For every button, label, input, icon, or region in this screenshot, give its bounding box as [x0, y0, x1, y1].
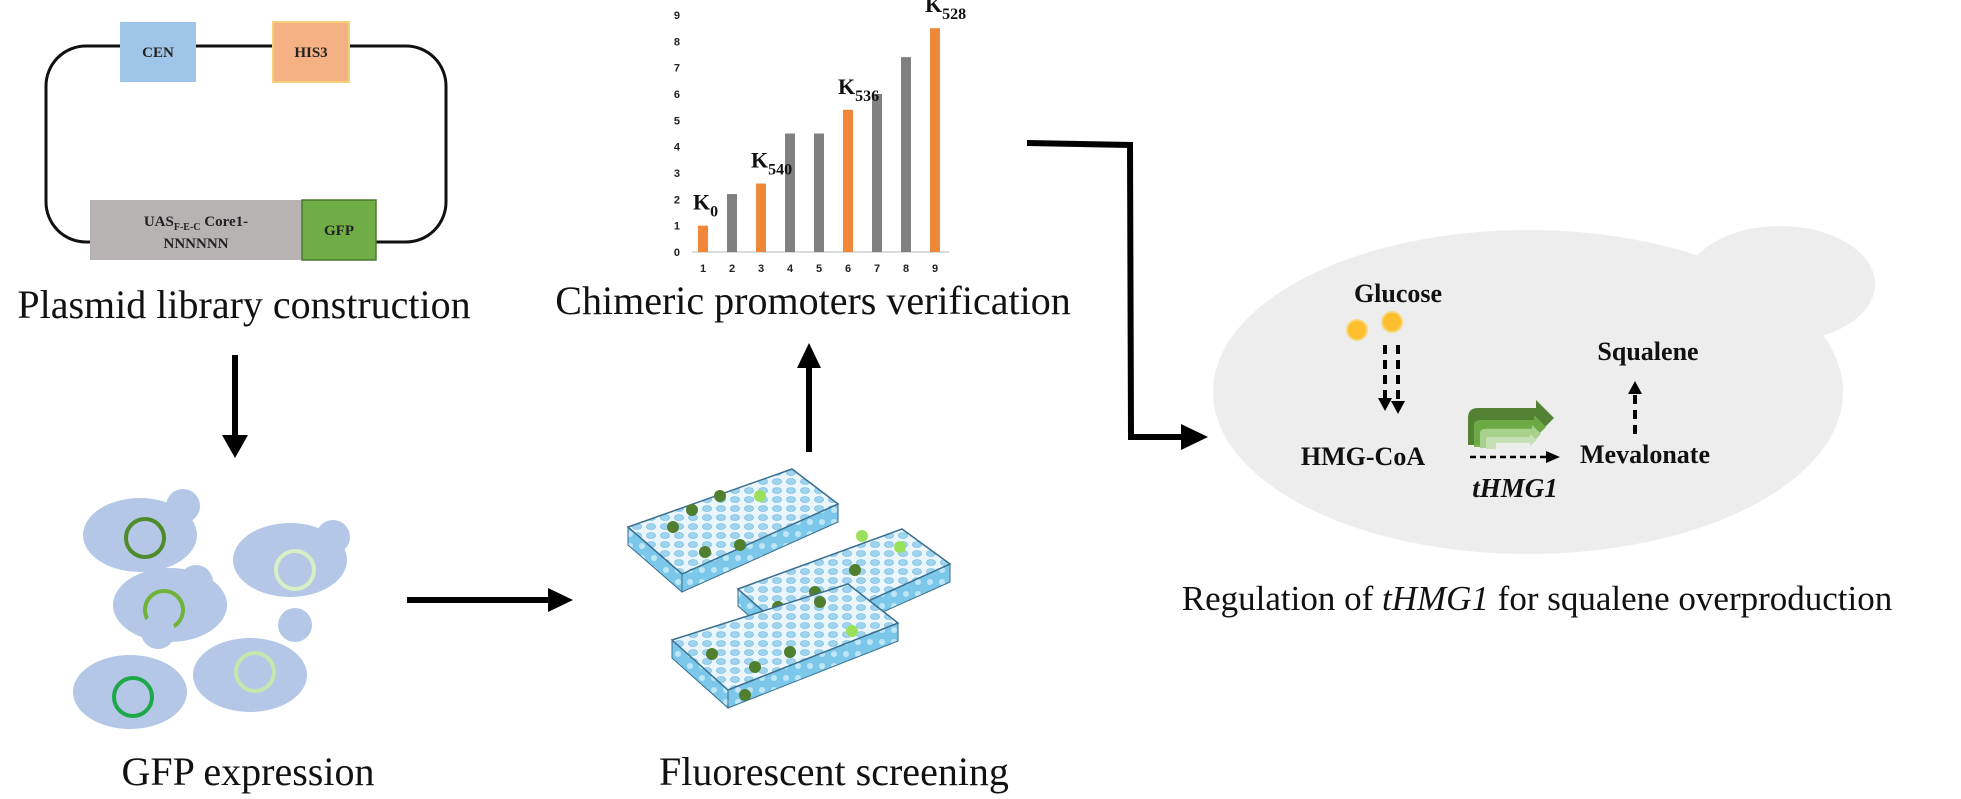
bar-6: [843, 109, 853, 252]
bar-labels: K0 K540 K536 K528: [693, 0, 966, 221]
x-tick-label: 8: [903, 263, 909, 275]
y-tick-label: 3: [674, 168, 680, 180]
glucose-molecule: [1346, 319, 1368, 341]
glucose-label: Glucose: [1354, 279, 1442, 308]
screening-caption: Fluorescent screening: [659, 749, 1009, 794]
bar-label: K540: [751, 148, 792, 179]
x-tick-label: 1: [700, 263, 706, 275]
x-tick-label: 5: [816, 263, 822, 275]
microplate: [670, 583, 900, 710]
mevalonate-label: Mevalonate: [1580, 440, 1710, 469]
bar-5: [814, 133, 824, 252]
glucose-molecule: [1381, 311, 1403, 333]
plasmid-caption: Plasmid library construction: [17, 282, 470, 327]
y-tick-label: 7: [674, 63, 680, 75]
uas-promoter-element: [90, 200, 302, 260]
x-tick-label: 7: [874, 263, 880, 275]
microplate: [626, 468, 840, 594]
arrow-screening-to-chart: [797, 343, 821, 452]
yeast-cell: [73, 615, 187, 729]
y-tick-label: 4: [674, 142, 681, 154]
x-tick-label: 2: [729, 263, 735, 275]
gfp-element: [301, 199, 377, 261]
squalene-label: Squalene: [1597, 337, 1698, 366]
y-tick-label: 2: [674, 194, 680, 206]
chart-caption: Chimeric promoters verification: [555, 278, 1070, 323]
bar-4: [785, 133, 795, 252]
gfp-yeast-cells: [73, 489, 350, 729]
uas-label-line2: NNNNNN: [164, 236, 229, 252]
yeast-cell: [113, 565, 227, 642]
bar-7: [872, 94, 882, 252]
hmgcoa-to-mevalonate-arrow: [1470, 451, 1560, 463]
cen-label: CEN: [142, 45, 174, 61]
y-tick-label: 5: [674, 115, 680, 127]
bar-label: K536: [838, 74, 879, 105]
y-tick-label: 8: [674, 36, 680, 48]
regulation-caption: Regulation of tHMG1 for squalene overpro…: [1182, 579, 1893, 618]
mevalonate-to-squalene-arrow: [1628, 381, 1642, 434]
his3-element: [272, 21, 350, 83]
promoter-strength-arrows-icon: [1468, 400, 1554, 449]
thmg1-gene-label: tHMG1: [1472, 473, 1558, 503]
cen-element: [120, 22, 196, 82]
promoter-strength-chart: 0 1 2 3 4 5 6 7 8 9 1 2 3 4 5 6 7 8 9 K0 K540 K536 K528: [674, 0, 966, 275]
uas-label: UASF-E-C Core1-: [144, 214, 248, 233]
y-tick-label: 9: [674, 10, 680, 22]
y-tick-label: 1: [674, 221, 680, 233]
y-tick-label: 6: [674, 89, 680, 101]
x-tick-label: 9: [932, 263, 938, 275]
microplate-stack: [626, 468, 952, 710]
y-tick-label: 0: [674, 247, 680, 259]
bar-1: [698, 225, 708, 252]
glucose-to-hmgcoa-arrows: [1378, 345, 1405, 414]
bar-9: [930, 28, 940, 252]
gfp-expression-caption: GFP expression: [122, 749, 375, 794]
yeast-pathway-cell: [1213, 226, 1875, 554]
bar-label: K0: [693, 190, 718, 221]
his3-label: HIS3: [294, 45, 327, 61]
x-tick-label: 4: [787, 263, 794, 275]
bar-8: [901, 57, 911, 253]
x-tick-label: 6: [845, 263, 851, 275]
yeast-cell: [193, 608, 312, 712]
yeast-cell: [233, 520, 350, 597]
y-axis-ticks: 0 1 2 3 4 5 6 7 8 9: [674, 10, 681, 259]
arrow-chart-to-regulation: [1026, 140, 1208, 450]
plasmid-map: CEN HIS3 UASF-E-C Core1- NNNNNN GFP: [44, 21, 448, 261]
arrow-expression-to-screening: [407, 588, 573, 612]
bars: [698, 28, 940, 253]
x-axis-ticks: 1 2 3 4 5 6 7 8 9: [700, 263, 938, 275]
x-tick-label: 3: [758, 263, 764, 275]
bar-3: [756, 183, 766, 252]
yeast-cell: [83, 489, 200, 572]
bar-label: K528: [925, 0, 966, 23]
gfp-label: GFP: [324, 223, 354, 239]
bar-2: [727, 194, 737, 252]
arrow-plasmid-to-expression: [222, 355, 248, 458]
hmg-coa-label: HMG-CoA: [1301, 442, 1425, 471]
